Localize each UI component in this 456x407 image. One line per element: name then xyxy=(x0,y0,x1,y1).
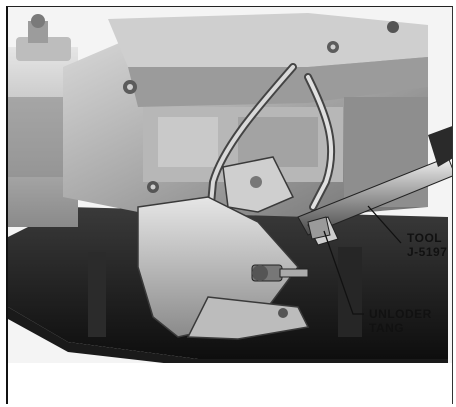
lower-margin xyxy=(8,363,452,404)
tool-label: TOOL J-5197 xyxy=(407,231,447,259)
unloader-label-line2: TANG xyxy=(369,321,405,335)
unloader-tang-label: UNLODER TANG xyxy=(369,307,432,335)
carburetor-photo xyxy=(8,7,452,404)
tool-label-line2: J-5197 xyxy=(407,245,448,259)
photo-frame: TOOL J-5197 UNLODER TANG xyxy=(6,6,453,404)
adjusting-screw xyxy=(251,264,309,282)
throttle-lever xyxy=(137,156,310,340)
tool-label-line1: TOOL xyxy=(407,231,443,245)
linkage-rods xyxy=(204,63,336,241)
leader-lines xyxy=(323,205,402,315)
unloader-label-line1: UNLODER xyxy=(369,307,432,321)
